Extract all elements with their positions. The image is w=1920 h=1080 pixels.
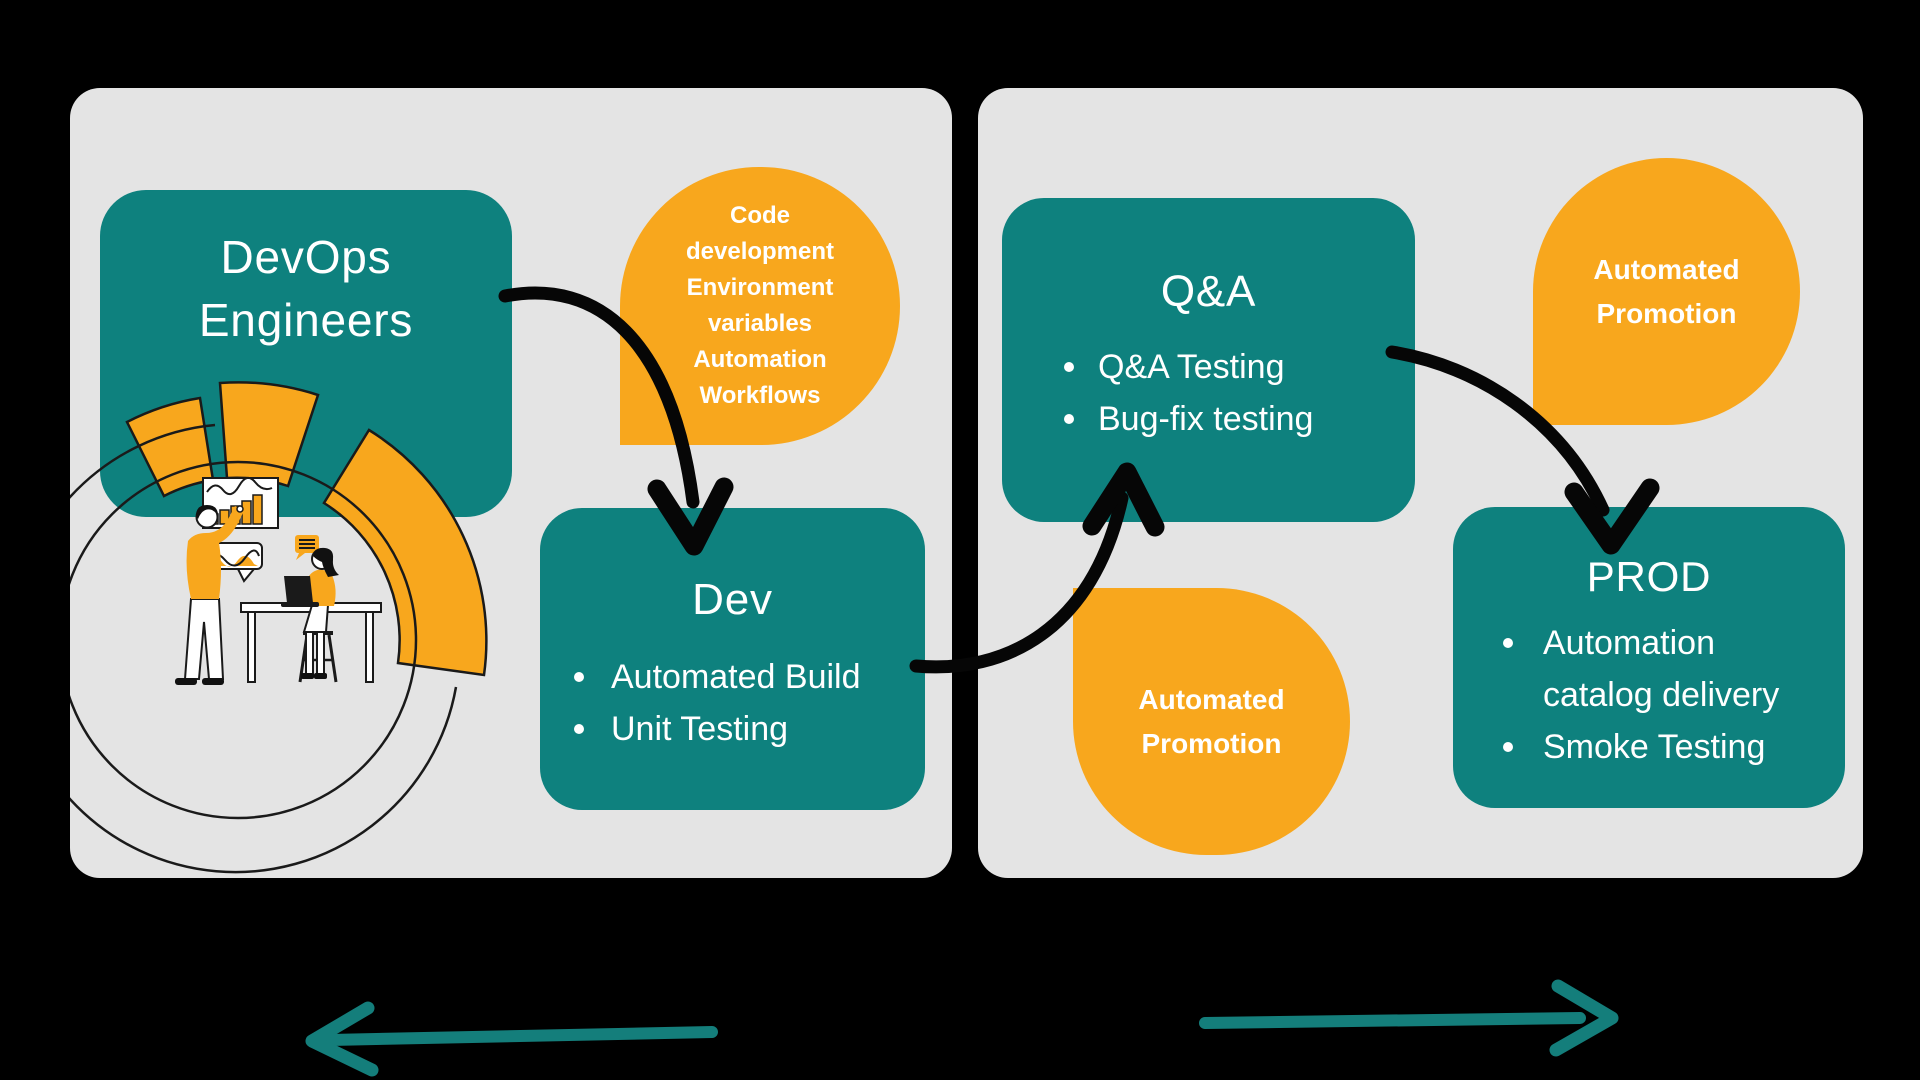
person-standing <box>175 505 244 685</box>
list-item: Unit Testing <box>574 703 925 755</box>
qa-box: Q&A Q&A Testing Bug-fix testing <box>1002 198 1415 522</box>
code-development-bubble: Code development Environment variables A… <box>620 167 900 445</box>
dev-bullets: Automated Build Unit Testing <box>540 651 925 755</box>
list-item: Automated Build <box>574 651 925 703</box>
qa-title: Q&A <box>1160 267 1257 316</box>
team-illustration <box>70 381 488 874</box>
circle-outlines <box>70 423 458 874</box>
person-sitting <box>294 547 339 683</box>
list-item: Automation catalog delivery <box>1503 617 1845 721</box>
laptop <box>281 576 319 607</box>
bullet-dot-icon <box>1503 742 1513 752</box>
chat-bubble-icon <box>295 535 319 560</box>
left-panel: DevOps Engineers Code development Enviro… <box>70 88 952 878</box>
gauge-segments <box>125 381 488 677</box>
list-item: Smoke Testing <box>1503 721 1845 773</box>
bullet-dot-icon <box>574 672 584 682</box>
flow-arrow-left <box>305 1001 718 1077</box>
trend-line <box>206 476 273 496</box>
automated-promotion-bubble-bottom: Automated Promotion <box>1073 588 1350 855</box>
prod-bullets: Automation catalog delivery Smoke Testin… <box>1453 617 1845 773</box>
bullet-dot-icon <box>574 724 584 734</box>
qa-bullets: Q&A Testing Bug-fix testing <box>1002 341 1415 445</box>
prod-box: PROD Automation catalog delivery Smoke T… <box>1453 507 1845 808</box>
bullet-dot-icon <box>1503 638 1513 648</box>
automated-promotion-bubble-top: Automated Promotion <box>1533 158 1800 425</box>
dev-box: Dev Automated Build Unit Testing <box>540 508 925 810</box>
right-panel: Q&A Q&A Testing Bug-fix testing Automate… <box>978 88 1863 878</box>
devops-title-line2: Engineers <box>198 294 414 346</box>
dev-title: Dev <box>692 575 773 624</box>
flow-arrow-right <box>1199 979 1619 1057</box>
devops-title-line1: DevOps <box>220 231 392 283</box>
devops-engineers-title: DevOps Engineers <box>100 190 512 352</box>
bullet-dot-icon <box>1064 414 1074 424</box>
bullet-dot-icon <box>1064 362 1074 372</box>
list-item: Bug-fix testing <box>1064 393 1415 445</box>
outer-circle-arc <box>70 423 458 874</box>
list-item: Q&A Testing <box>1064 341 1415 393</box>
inner-circle <box>70 460 418 820</box>
prod-title: PROD <box>1586 553 1712 600</box>
